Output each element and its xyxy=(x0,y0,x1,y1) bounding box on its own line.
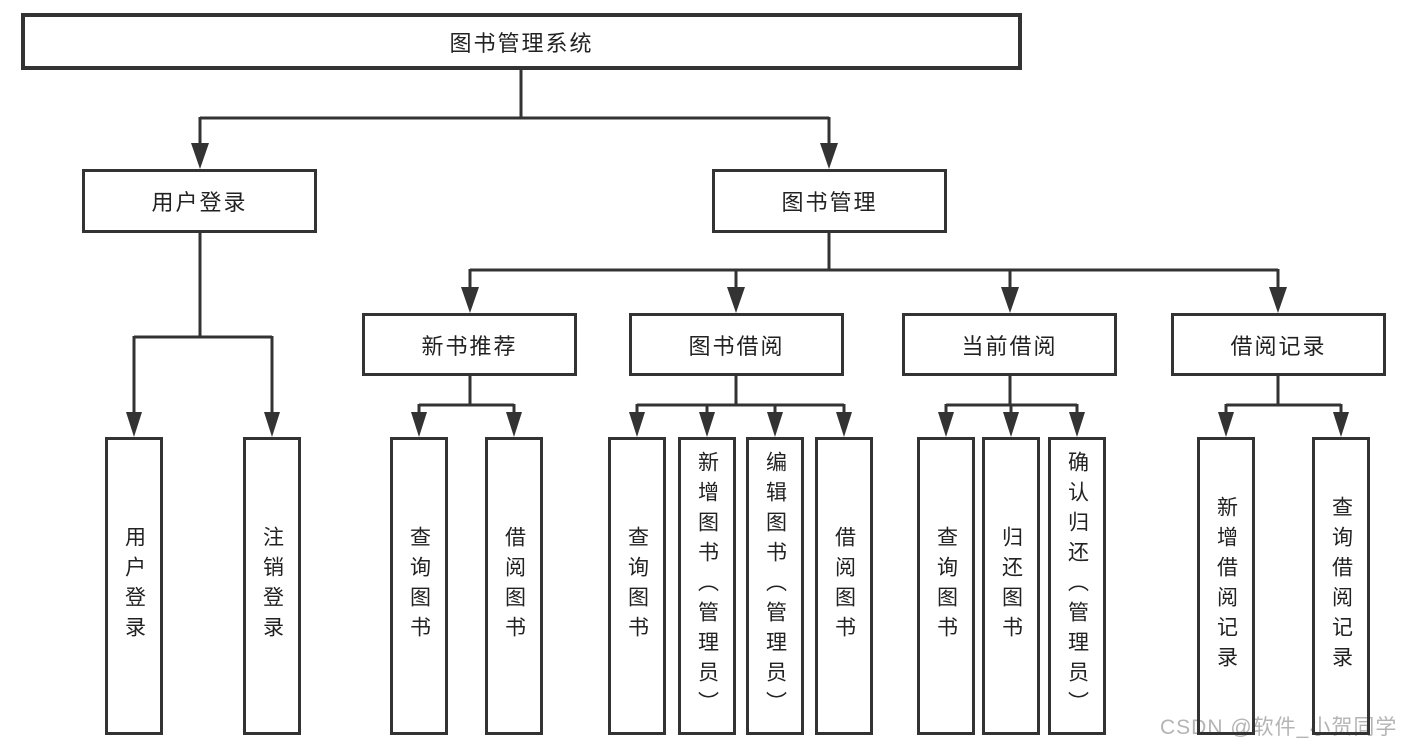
connector-lines xyxy=(132,70,1343,414)
node-book-management: 图书管理 xyxy=(712,169,947,233)
leaf-add-book-admin: 新增图书（管理员） xyxy=(678,437,736,735)
leaf-add-borrow-record-label: 新增借阅记录 xyxy=(1214,496,1238,676)
leaf-user-login-label: 用户登录 xyxy=(122,526,146,646)
node-new-book-recommend-label: 新书推荐 xyxy=(421,333,518,359)
csdn-watermark: CSDN @软件_小贺同学 xyxy=(1160,716,1398,739)
node-book-borrow: 图书借阅 xyxy=(629,313,844,376)
leaf-confirm-return-admin-label: 确认归还（管理员） xyxy=(1065,451,1089,721)
leaf-borrow-books: 借阅图书 xyxy=(815,437,873,735)
node-current-borrow-label: 当前借阅 xyxy=(961,333,1058,359)
leaf-query-books-borrow: 查询图书 xyxy=(608,437,666,735)
node-book-borrow-label: 图书借阅 xyxy=(688,333,785,359)
node-borrow-records-label: 借阅记录 xyxy=(1230,333,1327,359)
leaf-add-book-admin-label: 新增图书（管理员） xyxy=(695,451,719,721)
leaf-return-book: 归还图书 xyxy=(982,437,1040,735)
leaf-query-books-current-label: 查询图书 xyxy=(934,526,958,646)
leaf-confirm-return-admin: 确认归还（管理员） xyxy=(1048,437,1106,735)
node-book-management-label: 图书管理 xyxy=(781,190,878,215)
node-system-root: 图书管理系统 xyxy=(21,13,1022,70)
leaf-query-books-recommend: 查询图书 xyxy=(390,437,448,735)
leaf-user-login: 用户登录 xyxy=(105,437,163,735)
leaf-borrow-books-label: 借阅图书 xyxy=(832,526,856,646)
node-new-book-recommend: 新书推荐 xyxy=(362,313,577,376)
leaf-borrow-books-recommend-label: 借阅图书 xyxy=(502,526,526,646)
leaf-query-borrow-record: 查询借阅记录 xyxy=(1312,437,1370,735)
leaf-edit-book-admin-label: 编辑图书（管理员） xyxy=(763,451,787,721)
node-borrow-records: 借阅记录 xyxy=(1171,313,1386,376)
leaf-query-borrow-record-label: 查询借阅记录 xyxy=(1329,496,1353,676)
node-user-login: 用户登录 xyxy=(82,169,317,233)
leaf-borrow-books-recommend: 借阅图书 xyxy=(485,437,543,735)
leaf-logout: 注销登录 xyxy=(243,437,301,735)
leaf-return-book-label: 归还图书 xyxy=(999,526,1023,646)
arrowheads xyxy=(126,143,1349,437)
leaf-add-borrow-record: 新增借阅记录 xyxy=(1197,437,1255,735)
node-user-login-label: 用户登录 xyxy=(151,190,248,215)
leaf-logout-label: 注销登录 xyxy=(260,526,284,646)
leaf-query-books-current: 查询图书 xyxy=(917,437,975,735)
node-current-borrow: 当前借阅 xyxy=(902,313,1117,376)
leaf-query-books-borrow-label: 查询图书 xyxy=(625,526,649,646)
leaf-edit-book-admin: 编辑图书（管理员） xyxy=(746,437,804,735)
leaf-query-books-recommend-label: 查询图书 xyxy=(407,526,431,646)
node-system-root-label: 图书管理系统 xyxy=(449,30,594,56)
